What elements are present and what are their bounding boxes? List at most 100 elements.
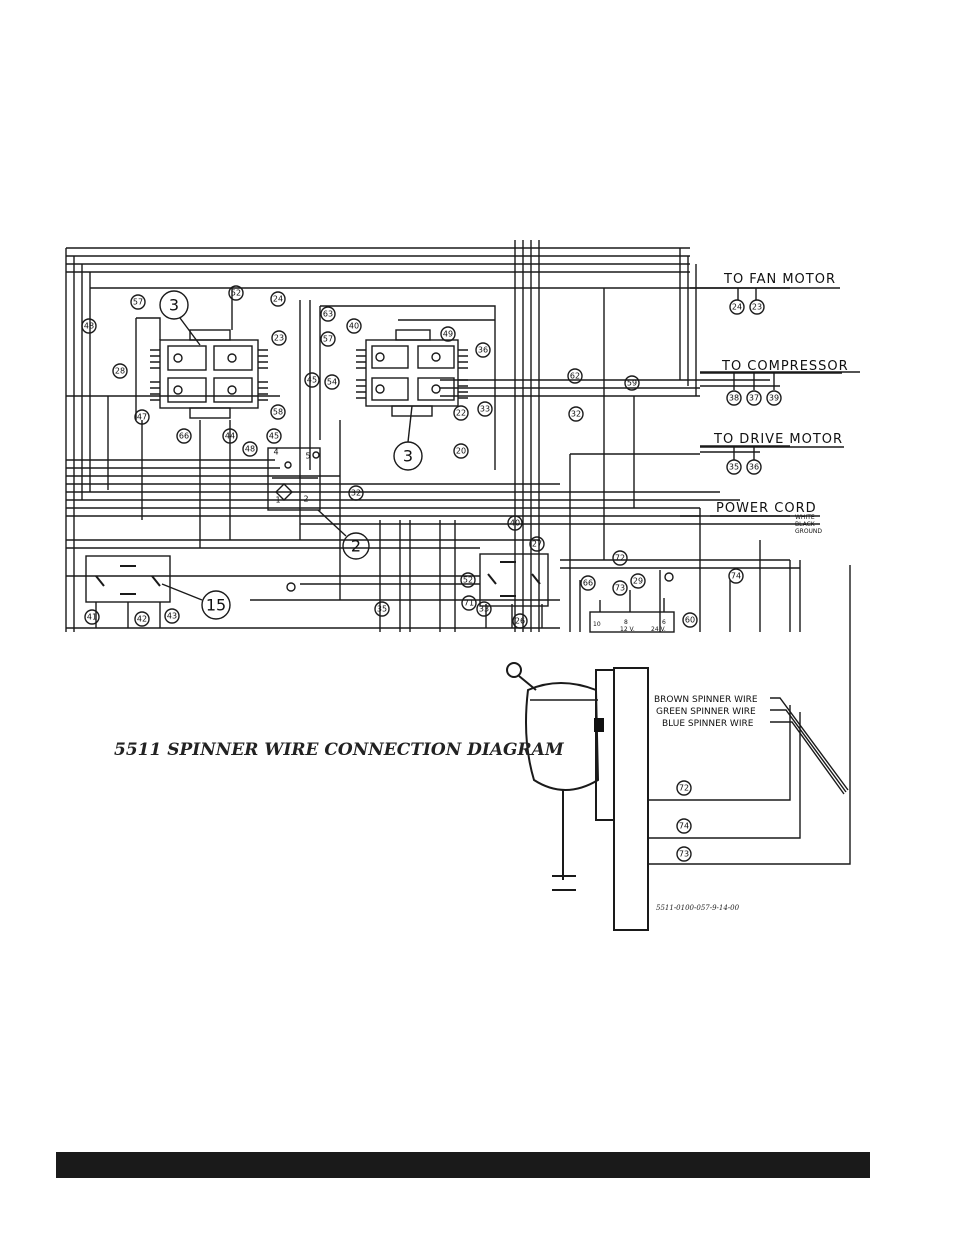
relay-left [135,317,268,420]
wire-number-w60: 60 [685,616,695,625]
switch-terminal-2: 2 [303,495,308,504]
wire-bubble [460,572,476,588]
wire-bubble [507,515,523,531]
wire-number-w40b: 40 [510,519,520,528]
wire-bubble [682,612,698,628]
wire-number-w38: 38 [729,394,739,403]
wire-number-w35a: 35 [377,605,387,614]
label-ground: GROUND [795,528,822,535]
bus-wires [66,247,860,629]
diagram-title: 5511 SPINNER WIRE CONNECTION DIAGRAM [114,740,565,760]
relay-center [479,553,549,628]
footer-bar [56,1152,870,1178]
wire-number-w47: 47 [137,413,147,422]
component-callouts: 3 3 2 15 [159,290,423,620]
wire-bubble [477,401,493,417]
label-compressor: TO COMPRESSOR [721,359,849,374]
wire-number-w35b: 35 [729,463,739,472]
wire-bubble [766,390,782,406]
wire-number-w57b: 57 [323,335,333,344]
wire-number-w52b: 52 [463,576,473,585]
wire-number-w33a: 33 [480,405,490,414]
switch-terminal-4: 4 [273,448,278,457]
wire-bubble [612,550,628,566]
wire-number-w36a: 36 [478,346,488,355]
wire-number-w49: 49 [443,330,453,339]
wire-bubble [746,459,762,475]
wire-bubble [271,330,287,346]
relay-right [320,305,496,417]
wire-bubble [512,613,528,629]
component-2: 2 [351,537,361,556]
term-10: 10 [593,621,601,628]
wire-number-w45b: 45 [269,432,279,441]
wire-bubble [746,390,762,406]
label-brown-spinner: BROWN SPINNER WIRE [654,695,758,705]
wire-bubble [529,536,545,552]
label-power-cord: POWER CORD [716,501,817,516]
wire-number-w45a: 45 [307,376,317,385]
wire-bubble [475,342,491,358]
wire-bubble [348,485,364,501]
wire-number-w48a: 48 [84,322,94,331]
wire-number-w32b: 32 [351,489,361,498]
wire-bubble [134,409,150,425]
ground-symbol [664,572,674,582]
wire-number-w62: 62 [570,372,580,381]
wire-bubble [624,375,640,391]
term-8: 8 [624,619,628,626]
wire-bubble [453,443,469,459]
component-3a: 3 [169,296,179,315]
wire-bubble [476,601,492,617]
wire-bubble [81,318,97,334]
wire-number-w57a: 57 [133,298,143,307]
terminal-block-15 [85,555,171,628]
wire-number-w41: 41 [87,613,97,622]
wire-number-w26: 26 [515,617,525,626]
wire-bubble [130,294,146,310]
label-fan-motor: TO FAN MOTOR [723,272,836,287]
wire-bubble [612,580,628,596]
switch-terminal-1: 1 [275,496,280,505]
compressor-connector: TO COMPRESSOR [700,359,849,390]
wire-number-w23b: 23 [752,303,762,312]
wire-bubble [164,608,180,624]
wire-bubble [320,331,336,347]
part-number: 5511-0100-057-9-14-00 [656,904,740,912]
wire-number-w71: 71 [464,599,474,608]
wire-number-w37: 37 [749,394,759,403]
wire-number-w20: 20 [456,447,466,456]
ground-symbol [286,582,296,592]
component-15: 15 [206,596,226,615]
wire-number-w48b: 48 [245,445,255,454]
wire-bubble [134,611,150,627]
label-white: WHITE [795,514,815,521]
wire-bubble [728,568,744,584]
wire-bubble [440,326,456,342]
wire-bubble [304,372,320,388]
wire-number-w24a: 24 [273,295,283,304]
wire-bubble [270,291,286,307]
wire-bubble [729,299,745,315]
wire-number-w73b: 73 [679,850,689,859]
wire-bubble [324,374,340,390]
switch-terminal-5: 5 [305,452,310,461]
wire-bubble [726,459,742,475]
wire-bubble [266,428,282,444]
drive-motor-connector: TO DRIVE MOTOR [700,432,844,460]
wire-number-w24b: 24 [732,303,742,312]
wire-number-w66b: 66 [583,579,593,588]
transformer: 10 8 6 12 V. 24 V. [589,590,675,633]
wire-bubble [320,306,336,322]
wire-bubble [112,363,128,379]
wire-bubble [676,846,692,862]
wire-number-w59: 59 [627,379,637,388]
component-3b: 3 [403,447,413,466]
spinner-assembly: BROWN SPINNER WIRE GREEN SPINNER WIRE BL… [114,565,851,931]
wire-bubble [84,609,100,625]
term-6: 6 [662,619,666,626]
wire-bubble [222,428,238,444]
wire-number-w32a: 32 [571,410,581,419]
wire-bubble [567,368,583,384]
